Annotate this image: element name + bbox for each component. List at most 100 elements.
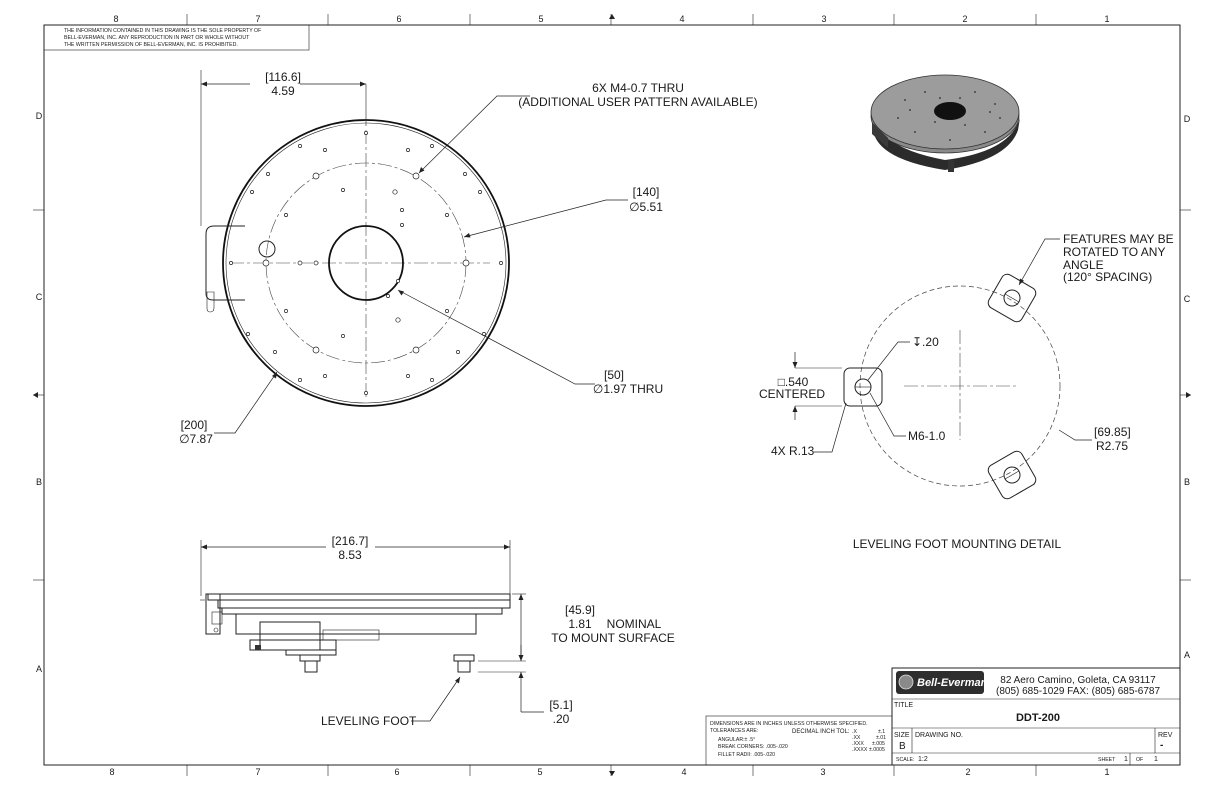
notice-line-3: THE WRITTEN PERMISSION OF BELL-EVERMAN, … (64, 42, 238, 48)
scale-label: SCALE: (896, 757, 914, 763)
notice-line-1: THE INFORMATION CONTAINED IN THIS DRAWIN… (64, 28, 261, 34)
sheet-label: SHEET (1098, 757, 1116, 763)
sheet-border (33, 14, 1191, 776)
zone-right-d: D (1184, 114, 1191, 124)
of-value: 1 (1154, 756, 1158, 763)
zone-bottom-4: 4 (681, 767, 686, 777)
dim-square-540: □.540 (778, 375, 809, 389)
tol-xx-val: ±.01 (876, 735, 886, 741)
dim-r2-75: R2.75 (1096, 439, 1128, 453)
sheet-value: 1 (1124, 756, 1128, 763)
foot-pad-left (843, 367, 883, 407)
dim-116-6: [116.6] (265, 70, 301, 84)
note-user-pattern: (ADDITIONAL USER PATTERN AVAILABLE) (518, 95, 757, 109)
zone-left-c: C (36, 292, 43, 302)
dim-8-53: 8.53 (338, 548, 362, 562)
zone-top-6: 6 (396, 14, 401, 24)
zone-bottom-7: 7 (255, 767, 260, 777)
logo-text: Bell-Everman (917, 677, 988, 689)
zone-left-d: D (36, 111, 43, 121)
dim-45-9: [45.9] (565, 603, 595, 617)
note-features-1: FEATURES MAY BE (1063, 232, 1174, 246)
dim-69-85: [69.85] (1094, 425, 1131, 439)
rev-label: REV (1158, 732, 1173, 739)
center-bore (328, 225, 404, 301)
drawing-no-label: DRAWING NO. (915, 732, 963, 739)
side-view: [216.7] 8.53 [45.9] 1.81 NOMINAL TO MOUN… (200, 534, 675, 728)
zone-top-4: 4 (679, 14, 684, 24)
note-mount-surface: TO MOUNT SURFACE (551, 631, 675, 645)
title-label: TITLE (894, 702, 913, 709)
note-features-2: ROTATED TO ANY (1063, 245, 1165, 259)
rev-value: - (1160, 740, 1163, 751)
zone-labels-top: 8 7 6 5 4 3 2 1 (113, 14, 1109, 24)
note-centered: CENTERED (759, 387, 825, 401)
dim-50: [50] (604, 368, 624, 382)
tol-xx: .XX (852, 735, 861, 741)
top-view: [116.6] 4.59 6X M4-0.7 THRU (ADDITIONAL … (179, 70, 758, 446)
proprietary-notice: THE INFORMATION CONTAINED IN THIS DRAWIN… (43, 24, 310, 51)
company-logo: Bell-Everman (896, 671, 988, 694)
zone-top-8: 8 (113, 14, 118, 24)
zone-bottom-2: 2 (965, 767, 970, 777)
note-depth: ↧.20 (912, 335, 939, 349)
zone-top-2: 2 (962, 14, 967, 24)
tol-line-1: DIMENSIONS ARE IN INCHES UNLESS OTHERWIS… (710, 721, 868, 727)
tab-bore (258, 240, 276, 258)
zone-left-b: B (36, 477, 42, 487)
tol-break: BREAK CORNERS: .005-.020 (718, 744, 788, 750)
dim-1-81: 1.81 (568, 617, 592, 631)
scale-value: 1:2 (918, 756, 928, 763)
foot-pad-upper-right (987, 273, 1037, 323)
note-nominal: NOMINAL (607, 617, 662, 631)
zone-top-3: 3 (821, 14, 826, 24)
zone-left-a: A (36, 664, 42, 674)
note-m4-holes: 6X M4-0.7 THRU (592, 81, 684, 95)
company-phone: (805) 685-1029 FAX: (805) 685-6787 (996, 686, 1160, 697)
note-features-3: ANGLE (1063, 258, 1104, 272)
dim-7-87: ∅7.87 (179, 432, 213, 446)
dim-5-1: [5.1] (549, 698, 572, 712)
dim-216-7: [216.7] (332, 534, 369, 548)
size-label: SIZE (894, 732, 910, 739)
zone-bottom-3: 3 (820, 767, 825, 777)
tol-line-2: TOLERANCES ARE: (710, 728, 758, 734)
zone-top-1: 1 (1104, 14, 1109, 24)
tolerance-block: DIMENSIONS ARE IN INCHES UNLESS OTHERWIS… (705, 715, 893, 766)
dim-0-20: .20 (553, 712, 570, 726)
zone-right-c: C (1184, 294, 1191, 304)
tol-fillet: FILLET RADII: .005-.020 (718, 752, 775, 758)
tol-x-val: ±.1 (878, 729, 885, 735)
of-label: OF (1136, 757, 1143, 763)
zone-labels-left: D C B A (36, 111, 43, 674)
zone-bottom-1: 1 (1104, 767, 1109, 777)
foot-pad-lower-right (987, 450, 1037, 500)
detail-caption: LEVELING FOOT MOUNTING DETAIL (853, 537, 1062, 551)
label-leveling-foot: LEVELING FOOT (321, 714, 417, 728)
dim-5-51: ∅5.51 (629, 200, 663, 214)
leveling-foot-detail: FEATURES MAY BE ROTATED TO ANY ANGLE (12… (759, 232, 1174, 551)
zone-right-a: A (1184, 650, 1190, 660)
isometric-view (870, 74, 1020, 172)
zone-top-5: 5 (538, 14, 543, 24)
tol-xxxx: .XXXX (852, 747, 868, 753)
zone-bottom-8: 8 (109, 767, 114, 777)
tol-angular: ANGULAR:± .5° (718, 737, 755, 743)
zone-bottom-6: 6 (394, 767, 399, 777)
zone-labels-bottom: 8 7 6 5 4 3 2 1 (109, 767, 1109, 777)
drawing-title: DDT-200 (1016, 712, 1060, 724)
tol-xxxx-val: ±.0005 (869, 747, 885, 753)
tol-xxx: .XXX (852, 741, 864, 747)
tol-x: .X (852, 729, 857, 735)
user-pattern-holes (229, 131, 503, 395)
zone-bottom-5: 5 (537, 767, 542, 777)
zone-top-7: 7 (255, 14, 260, 24)
dim-1-97-thru: ∅1.97 THRU (593, 382, 663, 396)
zone-right-b: B (1184, 477, 1190, 487)
note-thread-m6: M6-1.0 (908, 429, 946, 443)
title-block: Bell-Everman 82 Aero Camino, Goleta, CA … (891, 667, 1181, 766)
note-features-4: (120° SPACING) (1063, 270, 1152, 284)
note-radius-r13: 4X R.13 (771, 444, 815, 458)
zone-labels-right: D C B A (1184, 114, 1191, 660)
notice-line-2: BELL-EVERMAN, INC. ANY REPRODUCTION IN P… (64, 35, 250, 41)
